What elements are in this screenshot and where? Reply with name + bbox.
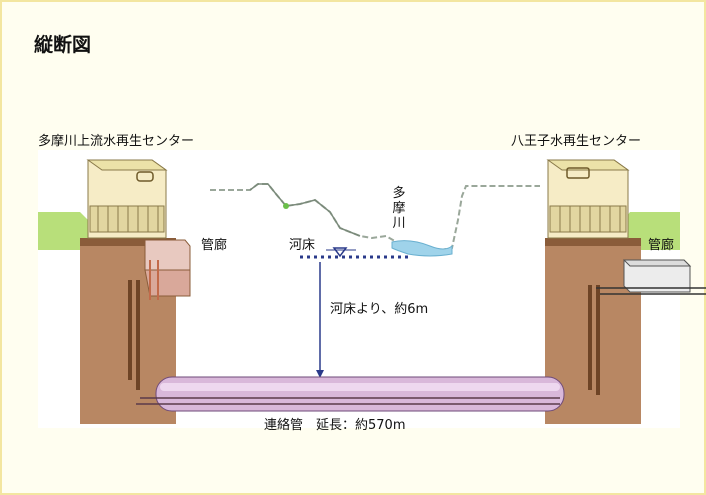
connecting-pipe-icon bbox=[136, 376, 565, 412]
river-water bbox=[391, 240, 453, 257]
right-gallery-label: 管廊 bbox=[648, 238, 675, 253]
depth-arrow-icon bbox=[316, 262, 324, 378]
depth-note-label: 河床より、約6m bbox=[330, 302, 429, 317]
water-level-icon bbox=[332, 247, 348, 258]
riverbed-label: 河床 bbox=[289, 238, 316, 253]
right-building-icon bbox=[546, 159, 630, 239]
page-title: 縦断図 bbox=[34, 34, 92, 56]
right-gallery-box-icon bbox=[596, 259, 706, 295]
left-center-label: 多摩川上流水再生センター bbox=[38, 134, 195, 149]
river-name-label: 多摩川 bbox=[392, 186, 406, 231]
vegetation-dot bbox=[283, 203, 289, 209]
left-building-icon bbox=[86, 159, 168, 239]
right-center-label: 八王子水再生センター bbox=[511, 134, 642, 149]
left-gallery-label: 管廊 bbox=[201, 238, 228, 253]
pipe-note-label: 連絡管 延長：約570m bbox=[264, 418, 406, 433]
left-gallery-box-icon bbox=[144, 239, 191, 300]
